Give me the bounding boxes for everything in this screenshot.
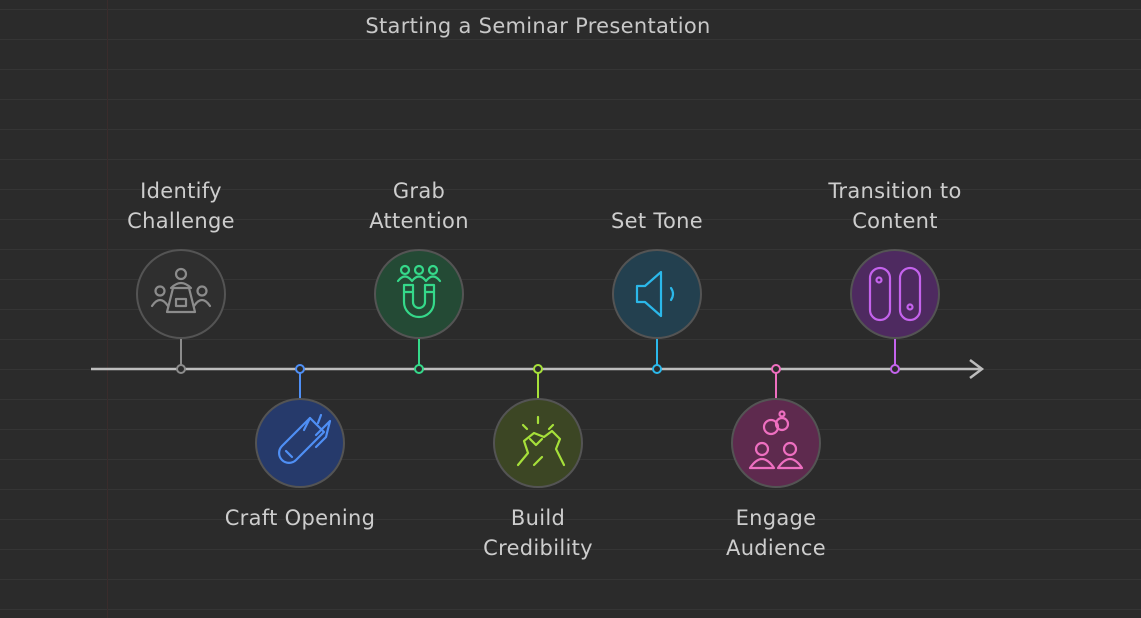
timeline-step <box>255 364 345 488</box>
step-label-line: Content <box>852 209 938 233</box>
step-label-line: Craft Opening <box>224 506 376 530</box>
timeline-step <box>374 249 464 374</box>
toggle-switches-icon <box>868 266 922 322</box>
diagram-title: Starting a Seminar Presentation <box>365 14 711 38</box>
step-label: Craft Opening <box>200 503 400 533</box>
seam-ripper-icon <box>278 413 332 464</box>
step-circle <box>731 398 821 488</box>
step-label: Set Tone <box>557 206 757 236</box>
step-marker <box>771 364 781 374</box>
step-label-line: Engage <box>735 506 817 530</box>
timeline-arrowhead <box>969 359 985 379</box>
step-marker <box>414 364 424 374</box>
step-circle <box>850 249 940 339</box>
step-label-line: Challenge <box>127 209 235 233</box>
step-marker <box>533 364 543 374</box>
step-label-line: Audience <box>726 536 826 560</box>
step-circle <box>612 249 702 339</box>
step-label-line: Transition to <box>828 179 962 203</box>
meeting-table-icon <box>150 267 212 314</box>
timeline-step <box>731 364 821 488</box>
step-label-line: Build <box>510 506 566 530</box>
timeline-step <box>850 249 940 374</box>
timeline-step <box>136 249 226 374</box>
speaker-icon <box>635 270 675 318</box>
step-marker <box>295 364 305 374</box>
margin-line <box>107 0 108 618</box>
step-marker <box>176 364 186 374</box>
step-circle <box>374 249 464 339</box>
step-label-line: Grab <box>392 179 446 203</box>
magnet-people-icon <box>396 264 442 319</box>
timeline-step <box>612 249 702 374</box>
timeline-step <box>493 364 583 488</box>
step-label-line: Credibility <box>483 536 593 560</box>
linked-people-icon <box>748 410 804 470</box>
step-circle <box>136 249 226 339</box>
handshake-icon <box>516 415 566 467</box>
step-circle <box>255 398 345 488</box>
step-label-line: Set Tone <box>611 209 703 233</box>
step-label: Transition to Content <box>795 176 995 236</box>
step-marker <box>652 364 662 374</box>
step-marker <box>890 364 900 374</box>
step-label-line: Identify <box>140 179 222 203</box>
step-label-line: Attention <box>369 209 469 233</box>
